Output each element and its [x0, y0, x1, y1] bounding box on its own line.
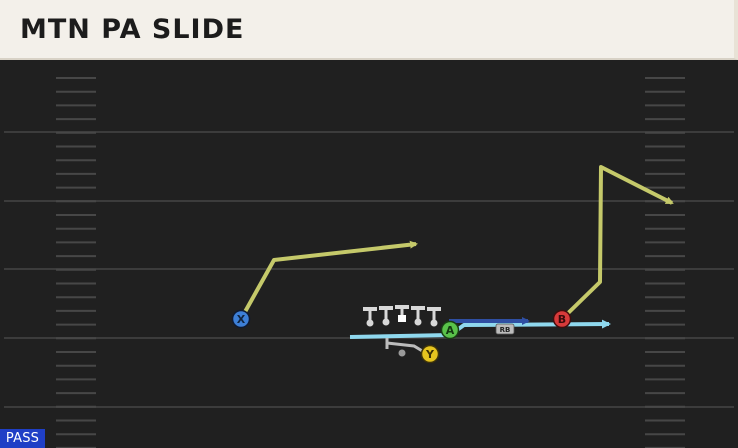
field-diagram: RB X A B Y — [4, 60, 734, 448]
lineman — [411, 306, 425, 326]
y-block-route — [386, 341, 425, 354]
player-y-label: Y — [425, 348, 435, 361]
play-title: MTN PA SLIDE — [20, 14, 245, 45]
football-field: RB X A B Y — [4, 60, 734, 448]
player-b-marker — [552, 309, 572, 329]
y-block-dot — [398, 349, 406, 357]
field-surface — [4, 60, 734, 448]
player-a-marker — [440, 320, 460, 340]
player-x[interactable]: X — [231, 309, 251, 329]
lineman — [427, 307, 441, 327]
hash-marks-left — [56, 77, 96, 448]
lineman — [363, 307, 377, 327]
center — [395, 305, 409, 322]
x-route-post — [239, 240, 418, 320]
player-y-marker — [420, 344, 440, 364]
rb-label: RB — [500, 326, 511, 334]
offensive-line — [363, 305, 441, 327]
rb-tag[interactable]: RB — [495, 323, 515, 335]
player-x-label: X — [237, 313, 246, 326]
player-a-label: A — [446, 324, 455, 337]
player-b-label: B — [558, 313, 566, 326]
pass-badge: PASS — [0, 429, 45, 448]
player-y[interactable]: Y — [420, 344, 440, 364]
player-x-marker — [231, 309, 251, 329]
title-bar: MTN PA SLIDE — [0, 0, 738, 60]
player-a[interactable]: A — [440, 320, 460, 340]
lineman — [379, 306, 393, 326]
yard-lines — [4, 131, 734, 408]
player-b[interactable]: B — [552, 309, 572, 329]
rb-tag-box — [495, 323, 515, 335]
b-route-corner — [560, 165, 674, 321]
